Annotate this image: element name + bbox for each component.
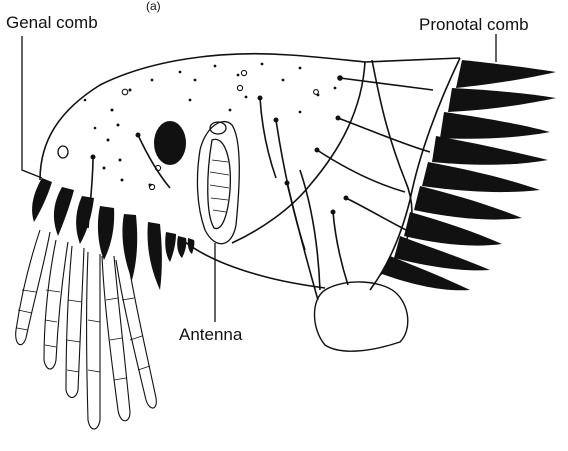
antenna-base-segment [210,122,226,134]
pronotal-spine [422,162,540,192]
prosternum-lobe [314,282,407,351]
bristle-sockets [91,75,349,214]
genal-spine [177,236,186,258]
frontal-tubercle [58,146,68,158]
antenna-segments [210,160,229,212]
pronotal-spine [432,136,548,165]
head-capsule-outline [40,54,365,180]
genal-comb-leader [22,36,42,178]
head-pits [122,70,318,189]
palp-right [102,256,130,421]
genal-spine [188,238,195,254]
pronotal-spine [440,112,550,139]
head-pores [84,63,337,187]
pronotum-dorsal-edge [365,58,460,62]
genal-spine [98,206,114,260]
head-rear-margin [232,62,365,243]
pronotal-spine [448,88,556,112]
genal-comb [32,178,194,290]
palp-left-2 [44,240,68,369]
palp-center [66,246,84,398]
genal-spine [165,232,176,262]
genal-spine [32,178,52,222]
pronotal-spine [456,60,556,88]
palp-center-2 [87,252,101,429]
genal-spine [148,222,162,290]
genal-spine [76,196,94,244]
head-bristles [88,78,433,300]
genal-spine [54,187,74,236]
eye [154,121,186,165]
antenna-club [208,139,231,228]
pronotal-comb [382,60,556,290]
